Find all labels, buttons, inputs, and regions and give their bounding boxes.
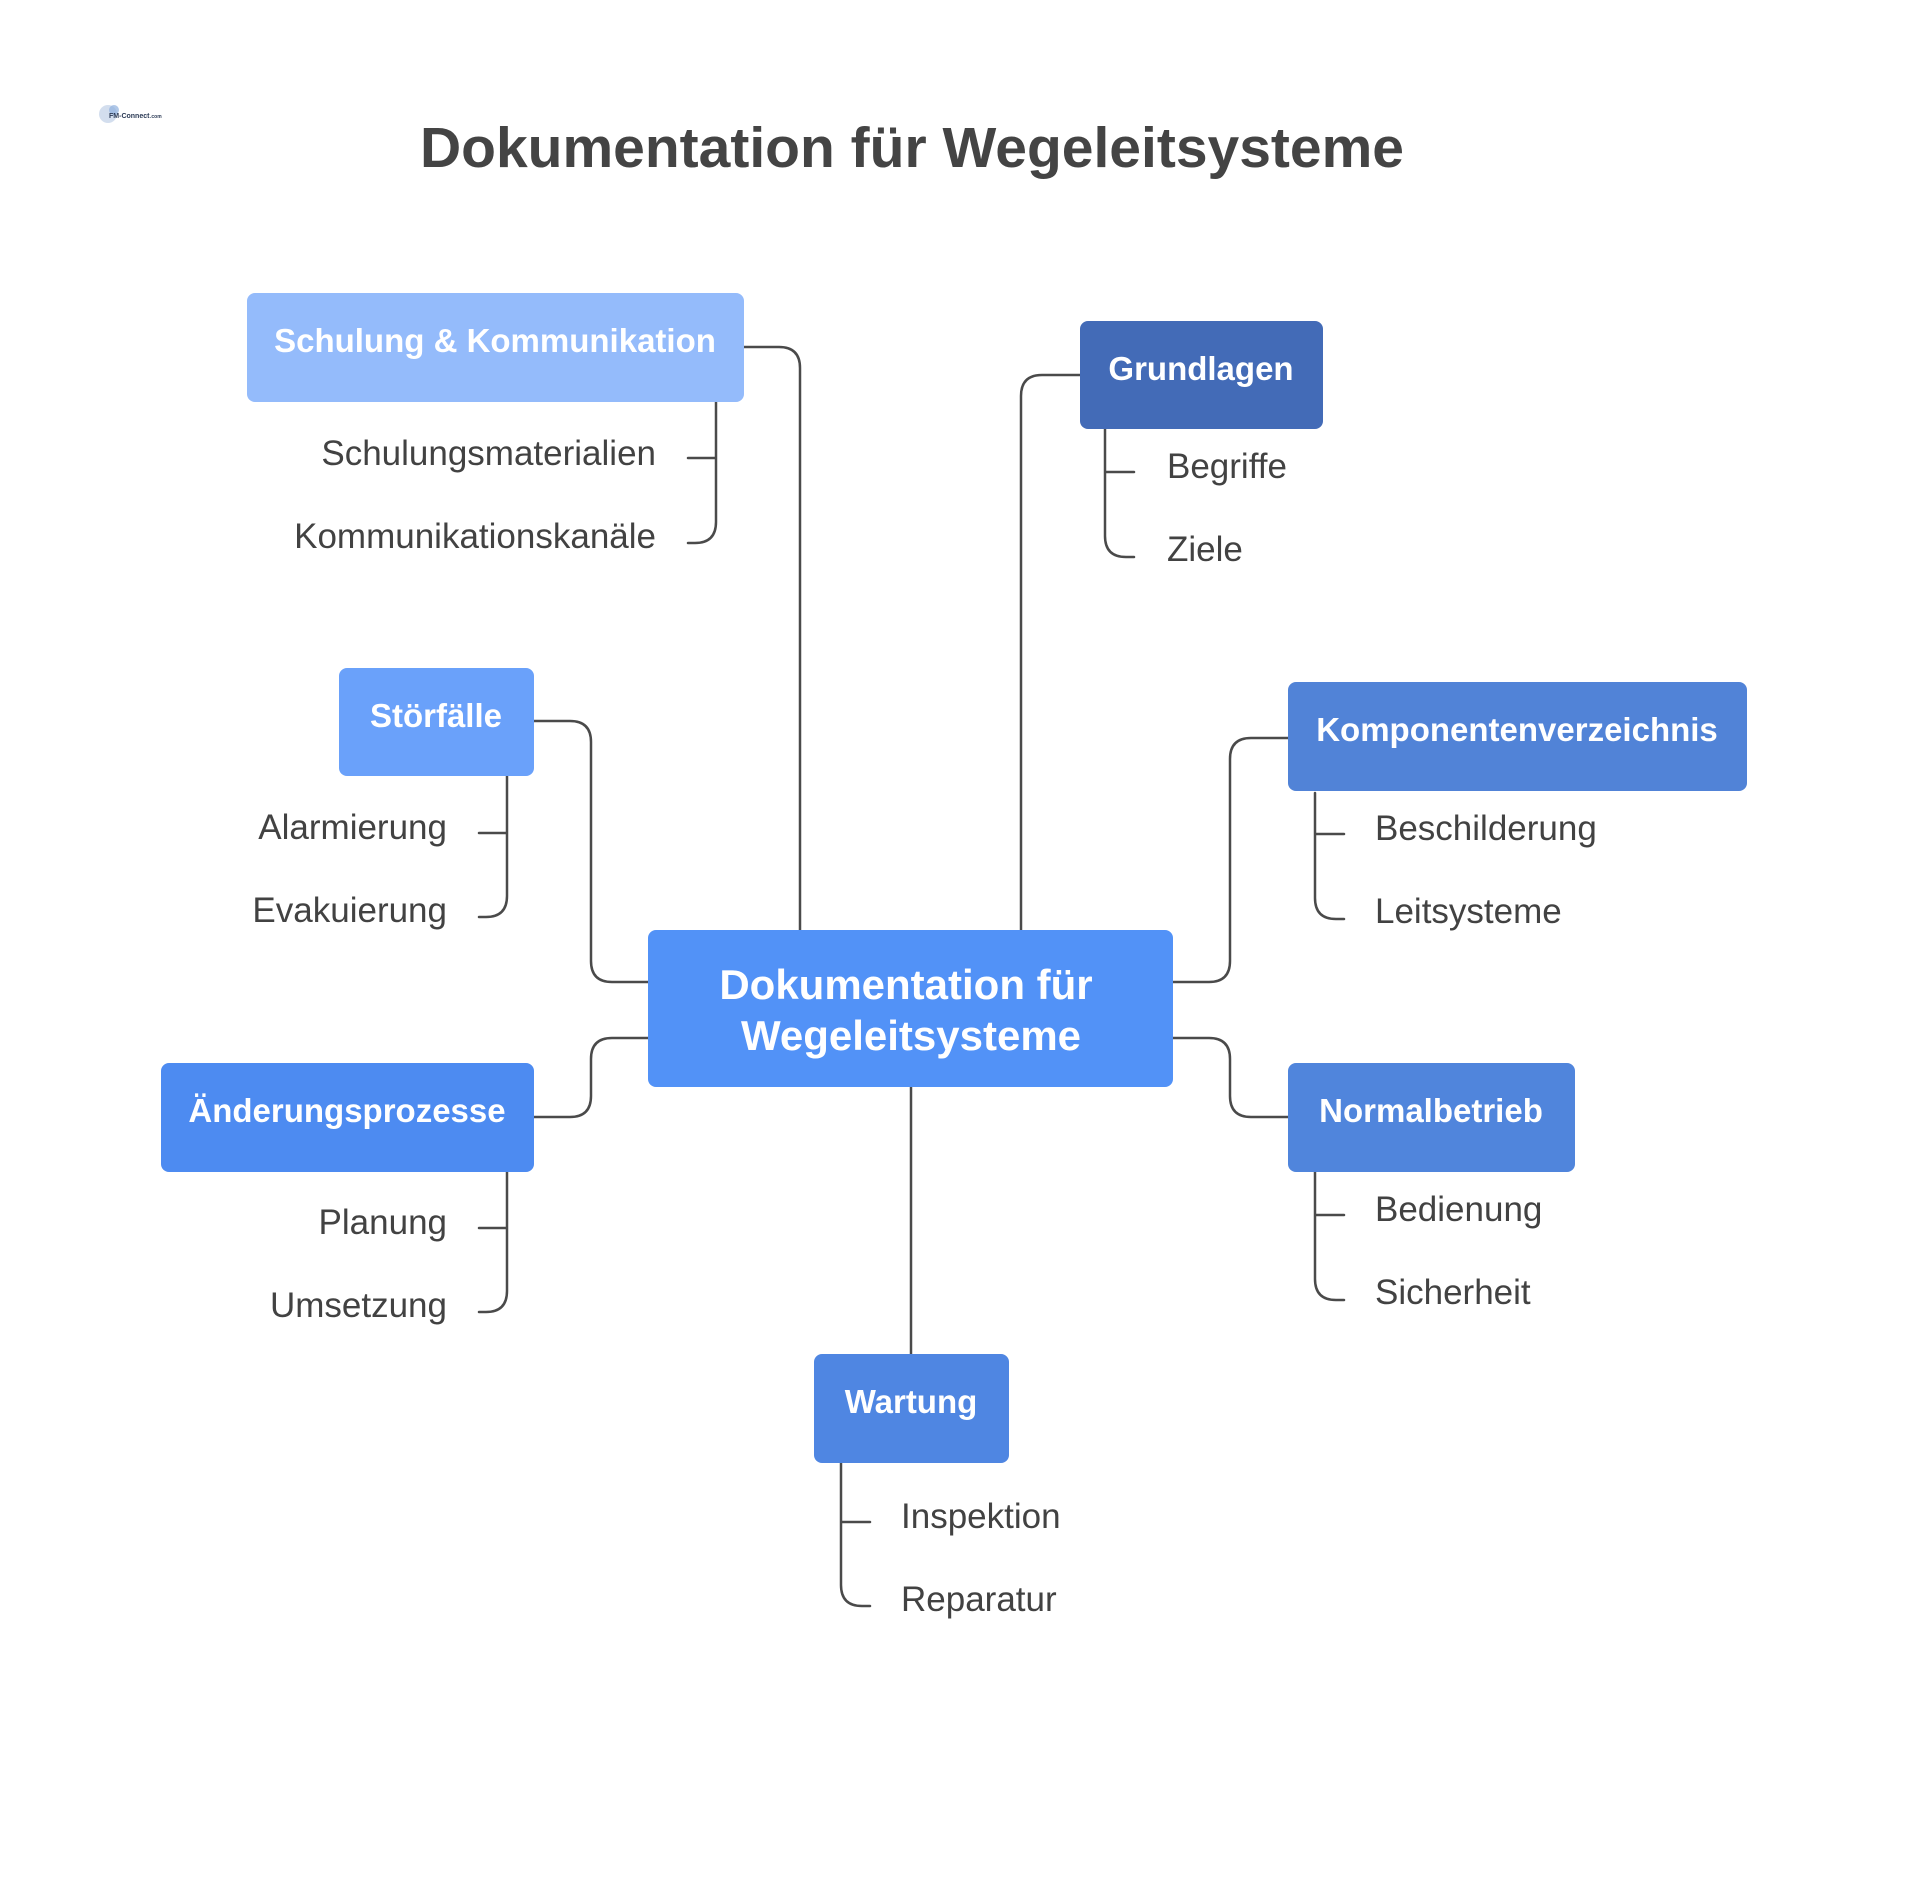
center-label-line1: Dokumentation für — [719, 961, 1092, 1008]
leaf-sicherheit: Sicherheit — [1375, 1273, 1531, 1312]
branch-node-komponentenverzeichnis: Komponentenverzeichnis — [1288, 682, 1747, 791]
branch-label: Schulung & Kommunikation — [274, 322, 716, 359]
leaf-inspektion: Inspektion — [901, 1497, 1061, 1536]
leaf-alarmierung: Alarmierung — [258, 808, 447, 847]
logo-suffix: .com — [150, 114, 162, 120]
leaf-kommunikationskanaele: Kommunikationskanäle — [294, 517, 656, 556]
leaf-bedienung: Bedienung — [1375, 1190, 1542, 1229]
connector-aenderung-children — [477, 1170, 509, 1314]
branch-label: Komponentenverzeichnis — [1316, 711, 1718, 748]
branch-label: Grundlagen — [1108, 350, 1293, 387]
center-node: Dokumentation für Wegeleitsysteme — [648, 930, 1173, 1087]
branch-node-wartung: Wartung — [814, 1354, 1009, 1463]
connector-center-aenderung — [532, 1036, 650, 1119]
connector-center-schulung — [742, 345, 802, 932]
leaf-begriffe: Begriffe — [1167, 447, 1287, 486]
leaf-schulungsmaterialien: Schulungsmaterialien — [321, 434, 656, 473]
leaf-evakuierung: Evakuierung — [252, 891, 447, 930]
center-label-line2: Wegeleitsysteme — [741, 1012, 1081, 1059]
connector-center-grundlagen — [1019, 373, 1082, 932]
connector-wartung-children — [839, 1461, 872, 1608]
branch-label: Änderungsprozesse — [188, 1092, 505, 1129]
connector-center-komponenten — [1171, 736, 1290, 984]
connector-komponenten-children — [1313, 791, 1346, 921]
branch-label: Wartung — [845, 1383, 978, 1420]
connector-grundlagen-children — [1103, 427, 1136, 559]
branch-label: Störfälle — [370, 697, 502, 734]
branch-node-grundlagen: Grundlagen — [1080, 321, 1323, 429]
branch-label: Normalbetrieb — [1319, 1092, 1543, 1129]
logo-text: FM-Connect — [109, 113, 150, 120]
diagram-title: Dokumentation für Wegeleitsysteme — [420, 116, 1404, 180]
branch-node-schulung: Schulung & Kommunikation — [247, 293, 744, 402]
connector-normalbetrieb-children — [1313, 1170, 1346, 1302]
leaf-beschilderung: Beschilderung — [1375, 809, 1597, 848]
connector-center-normalbetrieb — [1171, 1036, 1290, 1119]
connector-schulung-children — [686, 400, 718, 545]
leaf-ziele: Ziele — [1167, 530, 1243, 569]
leaf-planung: Planung — [319, 1203, 447, 1242]
leaf-umsetzung: Umsetzung — [270, 1286, 447, 1325]
branch-node-aenderungsprozesse: Änderungsprozesse — [161, 1063, 534, 1172]
branch-node-normalbetrieb: Normalbetrieb — [1288, 1063, 1575, 1172]
branch-node-stoerfaelle: Störfälle — [339, 668, 534, 776]
connector-center-stoerfaelle — [532, 719, 650, 984]
fm-connect-logo: FM-Connect .com — [99, 105, 162, 123]
leaf-reparatur: Reparatur — [901, 1580, 1057, 1619]
leaf-leitsysteme: Leitsysteme — [1375, 892, 1562, 931]
connector-lines — [477, 345, 1346, 1608]
connector-stoerfaelle-children — [477, 774, 509, 919]
